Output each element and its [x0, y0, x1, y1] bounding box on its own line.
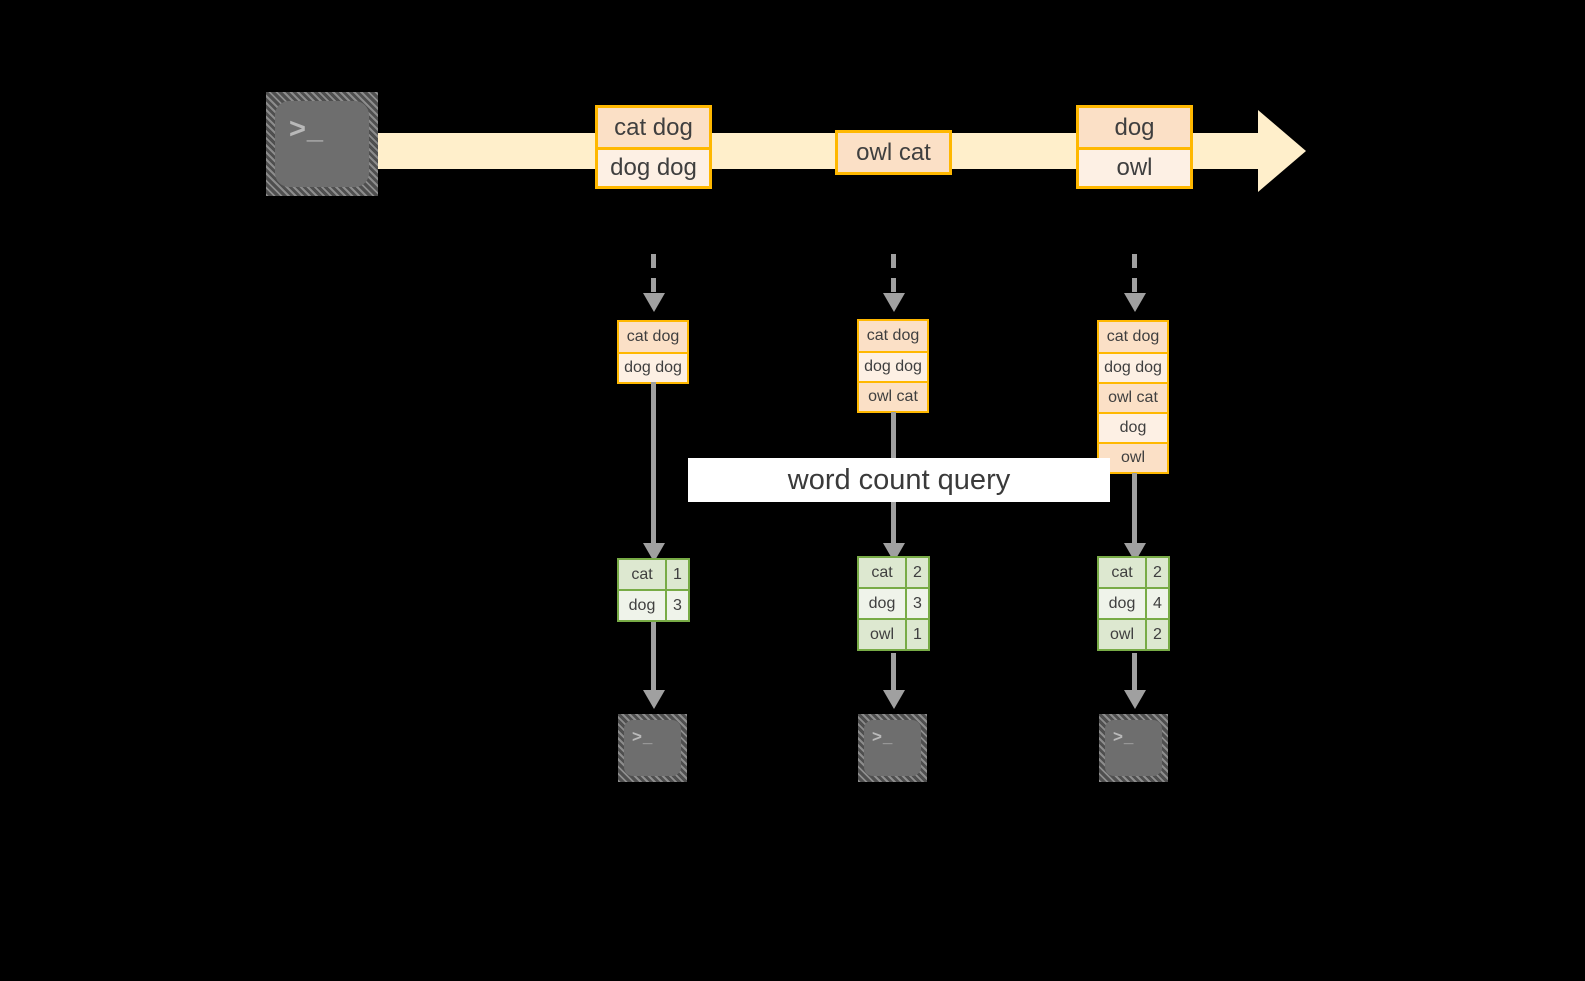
column-3-sink-terminal-icon: >_: [1099, 714, 1168, 782]
stream-record-line: dog: [1079, 108, 1190, 147]
column-3-result-table: cat 2 dog 4 owl 2: [1097, 556, 1170, 651]
input-record-line: dog: [1099, 412, 1167, 442]
result-count: 3: [665, 591, 688, 620]
column-2-input-records: cat dog dog dog owl cat: [857, 319, 929, 413]
stream-timeline-arrowhead: [1258, 110, 1306, 192]
input-record-line: cat dog: [619, 322, 687, 352]
result-word: cat: [859, 558, 905, 587]
stream-record-line: dog dog: [598, 147, 709, 186]
query-label: word count query: [787, 463, 1011, 496]
column-3-input-records: cat dog dog dog owl cat dog owl: [1097, 320, 1169, 474]
stream-to-column-arrowhead-2: [883, 293, 905, 312]
query-arrowhead-1: [643, 543, 665, 562]
result-count: 2: [1145, 558, 1168, 587]
stream-to-column-arrowhead-3: [1124, 293, 1146, 312]
table-row: cat 2: [1099, 558, 1168, 587]
column-2-sink-terminal-icon: >_: [858, 714, 927, 782]
stream-record-line: owl: [1079, 147, 1190, 186]
column-1-input-records: cat dog dog dog: [617, 320, 689, 384]
sink-arrowhead-3: [1124, 690, 1146, 709]
input-record-line: cat dog: [859, 321, 927, 351]
stream-record-batch-2: owl cat: [835, 130, 952, 175]
table-row: owl 2: [1099, 618, 1168, 649]
column-1-result-table: cat 1 dog 3: [617, 558, 690, 622]
terminal-prompt-glyph: >_: [1113, 727, 1135, 746]
result-count: 2: [905, 558, 928, 587]
query-label-band: word count query: [688, 458, 1110, 502]
table-row: dog 3: [859, 587, 928, 618]
input-record-line: dog dog: [1099, 352, 1167, 382]
terminal-prompt-glyph: >_: [289, 113, 325, 145]
terminal-prompt-glyph: >_: [632, 727, 654, 746]
terminal-prompt-glyph: >_: [872, 727, 894, 746]
stream-record-batch-1: cat dog dog dog: [595, 105, 712, 189]
sink-connector-3: [1132, 653, 1137, 694]
stream-record-line: owl cat: [838, 133, 949, 172]
stream-to-column-connector-2: [891, 254, 896, 296]
result-count: 1: [905, 620, 928, 649]
stream-to-column-arrowhead-1: [643, 293, 665, 312]
sink-connector-1: [651, 622, 656, 694]
source-terminal-icon: >_: [266, 92, 378, 196]
input-record-line: owl: [1099, 442, 1167, 472]
table-row: owl 1: [859, 618, 928, 649]
table-row: dog 4: [1099, 587, 1168, 618]
stream-to-column-connector-1: [651, 254, 656, 296]
query-connector-1: [651, 382, 656, 547]
result-word: owl: [859, 620, 905, 649]
query-connector-3: [1132, 473, 1137, 547]
result-count: 2: [1145, 620, 1168, 649]
table-row: cat 2: [859, 558, 928, 587]
result-count: 1: [665, 560, 688, 589]
result-count: 3: [905, 589, 928, 618]
result-count: 4: [1145, 589, 1168, 618]
column-1-sink-terminal-icon: >_: [618, 714, 687, 782]
table-row: dog 3: [619, 589, 688, 620]
stream-to-column-connector-3: [1132, 254, 1137, 296]
result-word: cat: [1099, 558, 1145, 587]
sink-arrowhead-2: [883, 690, 905, 709]
result-word: dog: [619, 591, 665, 620]
input-record-line: owl cat: [859, 381, 927, 411]
stream-record-batch-3: dog owl: [1076, 105, 1193, 189]
sink-arrowhead-1: [643, 690, 665, 709]
input-record-line: owl cat: [1099, 382, 1167, 412]
result-word: cat: [619, 560, 665, 589]
sink-connector-2: [891, 653, 896, 694]
result-word: dog: [1099, 589, 1145, 618]
input-record-line: dog dog: [859, 351, 927, 381]
column-2-result-table: cat 2 dog 3 owl 1: [857, 556, 930, 651]
input-record-line: dog dog: [619, 352, 687, 382]
result-word: dog: [859, 589, 905, 618]
input-record-line: cat dog: [1099, 322, 1167, 352]
result-word: owl: [1099, 620, 1145, 649]
table-row: cat 1: [619, 560, 688, 589]
stream-record-line: cat dog: [598, 108, 709, 147]
